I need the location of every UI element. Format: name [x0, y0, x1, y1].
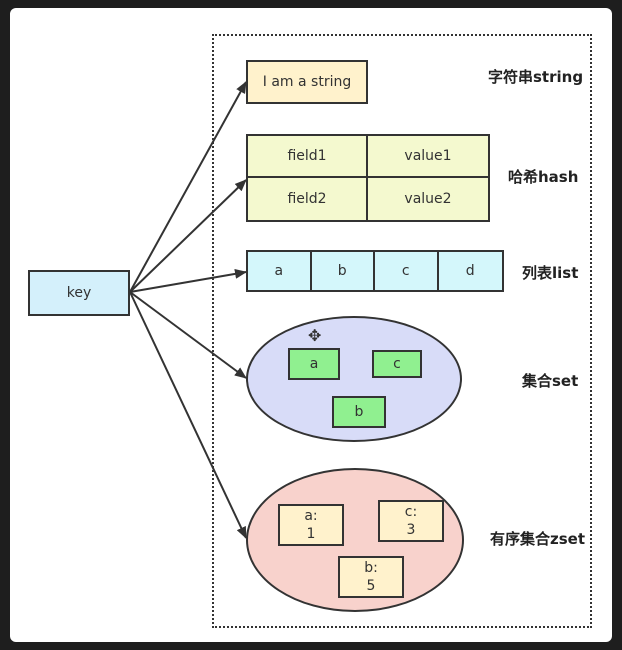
zset-member: b: 5: [338, 556, 404, 598]
arrow-to-set: [129, 291, 247, 379]
arrow-to-zset: [129, 291, 247, 539]
hash-field-cell: field1: [248, 136, 368, 178]
list-item: b: [312, 252, 375, 290]
set-member: a: [288, 348, 340, 380]
set-member: c: [372, 350, 422, 378]
string-type-label: 字符串string: [488, 68, 584, 86]
zset-member-name: a:: [304, 508, 318, 524]
list-type-label: 列表list: [522, 264, 579, 282]
zset-member-score: 5: [366, 578, 376, 594]
hash-table: field1 value1 field2 value2: [246, 134, 490, 222]
zset-member-name: c:: [404, 504, 418, 520]
arrow-to-hash: [129, 179, 247, 293]
redis-types-container: [212, 34, 592, 628]
zset-member-name: b:: [364, 560, 378, 576]
arrow-to-list: [129, 268, 247, 293]
list-item: a: [248, 252, 312, 290]
zset-member-score: 3: [406, 522, 416, 538]
zset-member: a: 1: [278, 504, 344, 546]
zset-type-label: 有序集合zset: [490, 530, 586, 548]
hash-type-label: 哈希hash: [508, 168, 579, 186]
set-member: b: [332, 396, 386, 428]
list-item: d: [465, 263, 475, 279]
hash-value-cell: value1: [368, 136, 488, 178]
key-box: key: [28, 270, 130, 316]
string-value-box: I am a string: [246, 60, 368, 104]
hash-value-cell: value2: [404, 191, 452, 207]
list-item: c: [375, 252, 439, 290]
zset-member: c: 3: [378, 500, 444, 542]
list-row: a b c d: [246, 250, 504, 292]
move-cursor-icon: ✥: [308, 326, 322, 345]
set-type-label: 集合set: [522, 372, 579, 390]
arrow-to-string: [129, 81, 247, 293]
zset-member-score: 1: [306, 526, 316, 542]
hash-field-cell: field2: [248, 178, 368, 220]
